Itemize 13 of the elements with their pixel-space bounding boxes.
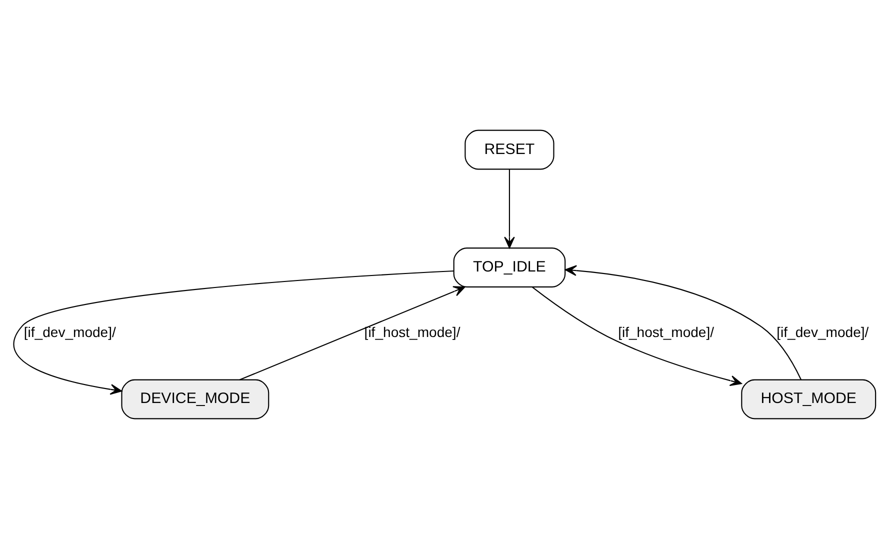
node-box: DEVICE_MODE: [121, 378, 270, 419]
edge-label: [if_host_mode]/: [618, 324, 714, 340]
arrow: [504, 168, 515, 248]
node-box: RESET: [464, 129, 554, 170]
arrow: [564, 264, 802, 380]
node-box: TOP_IDLE: [453, 247, 566, 287]
arrow: [13, 270, 454, 394]
edge-label: [if_dev_mode]/: [776, 324, 869, 340]
arrow: [532, 286, 742, 386]
arrow: [240, 286, 466, 380]
node-box: HOST_MODE: [741, 378, 876, 419]
edge-label: [if_dev_mode]/: [24, 324, 116, 340]
edge-label: [if_host_mode]/: [364, 324, 460, 340]
